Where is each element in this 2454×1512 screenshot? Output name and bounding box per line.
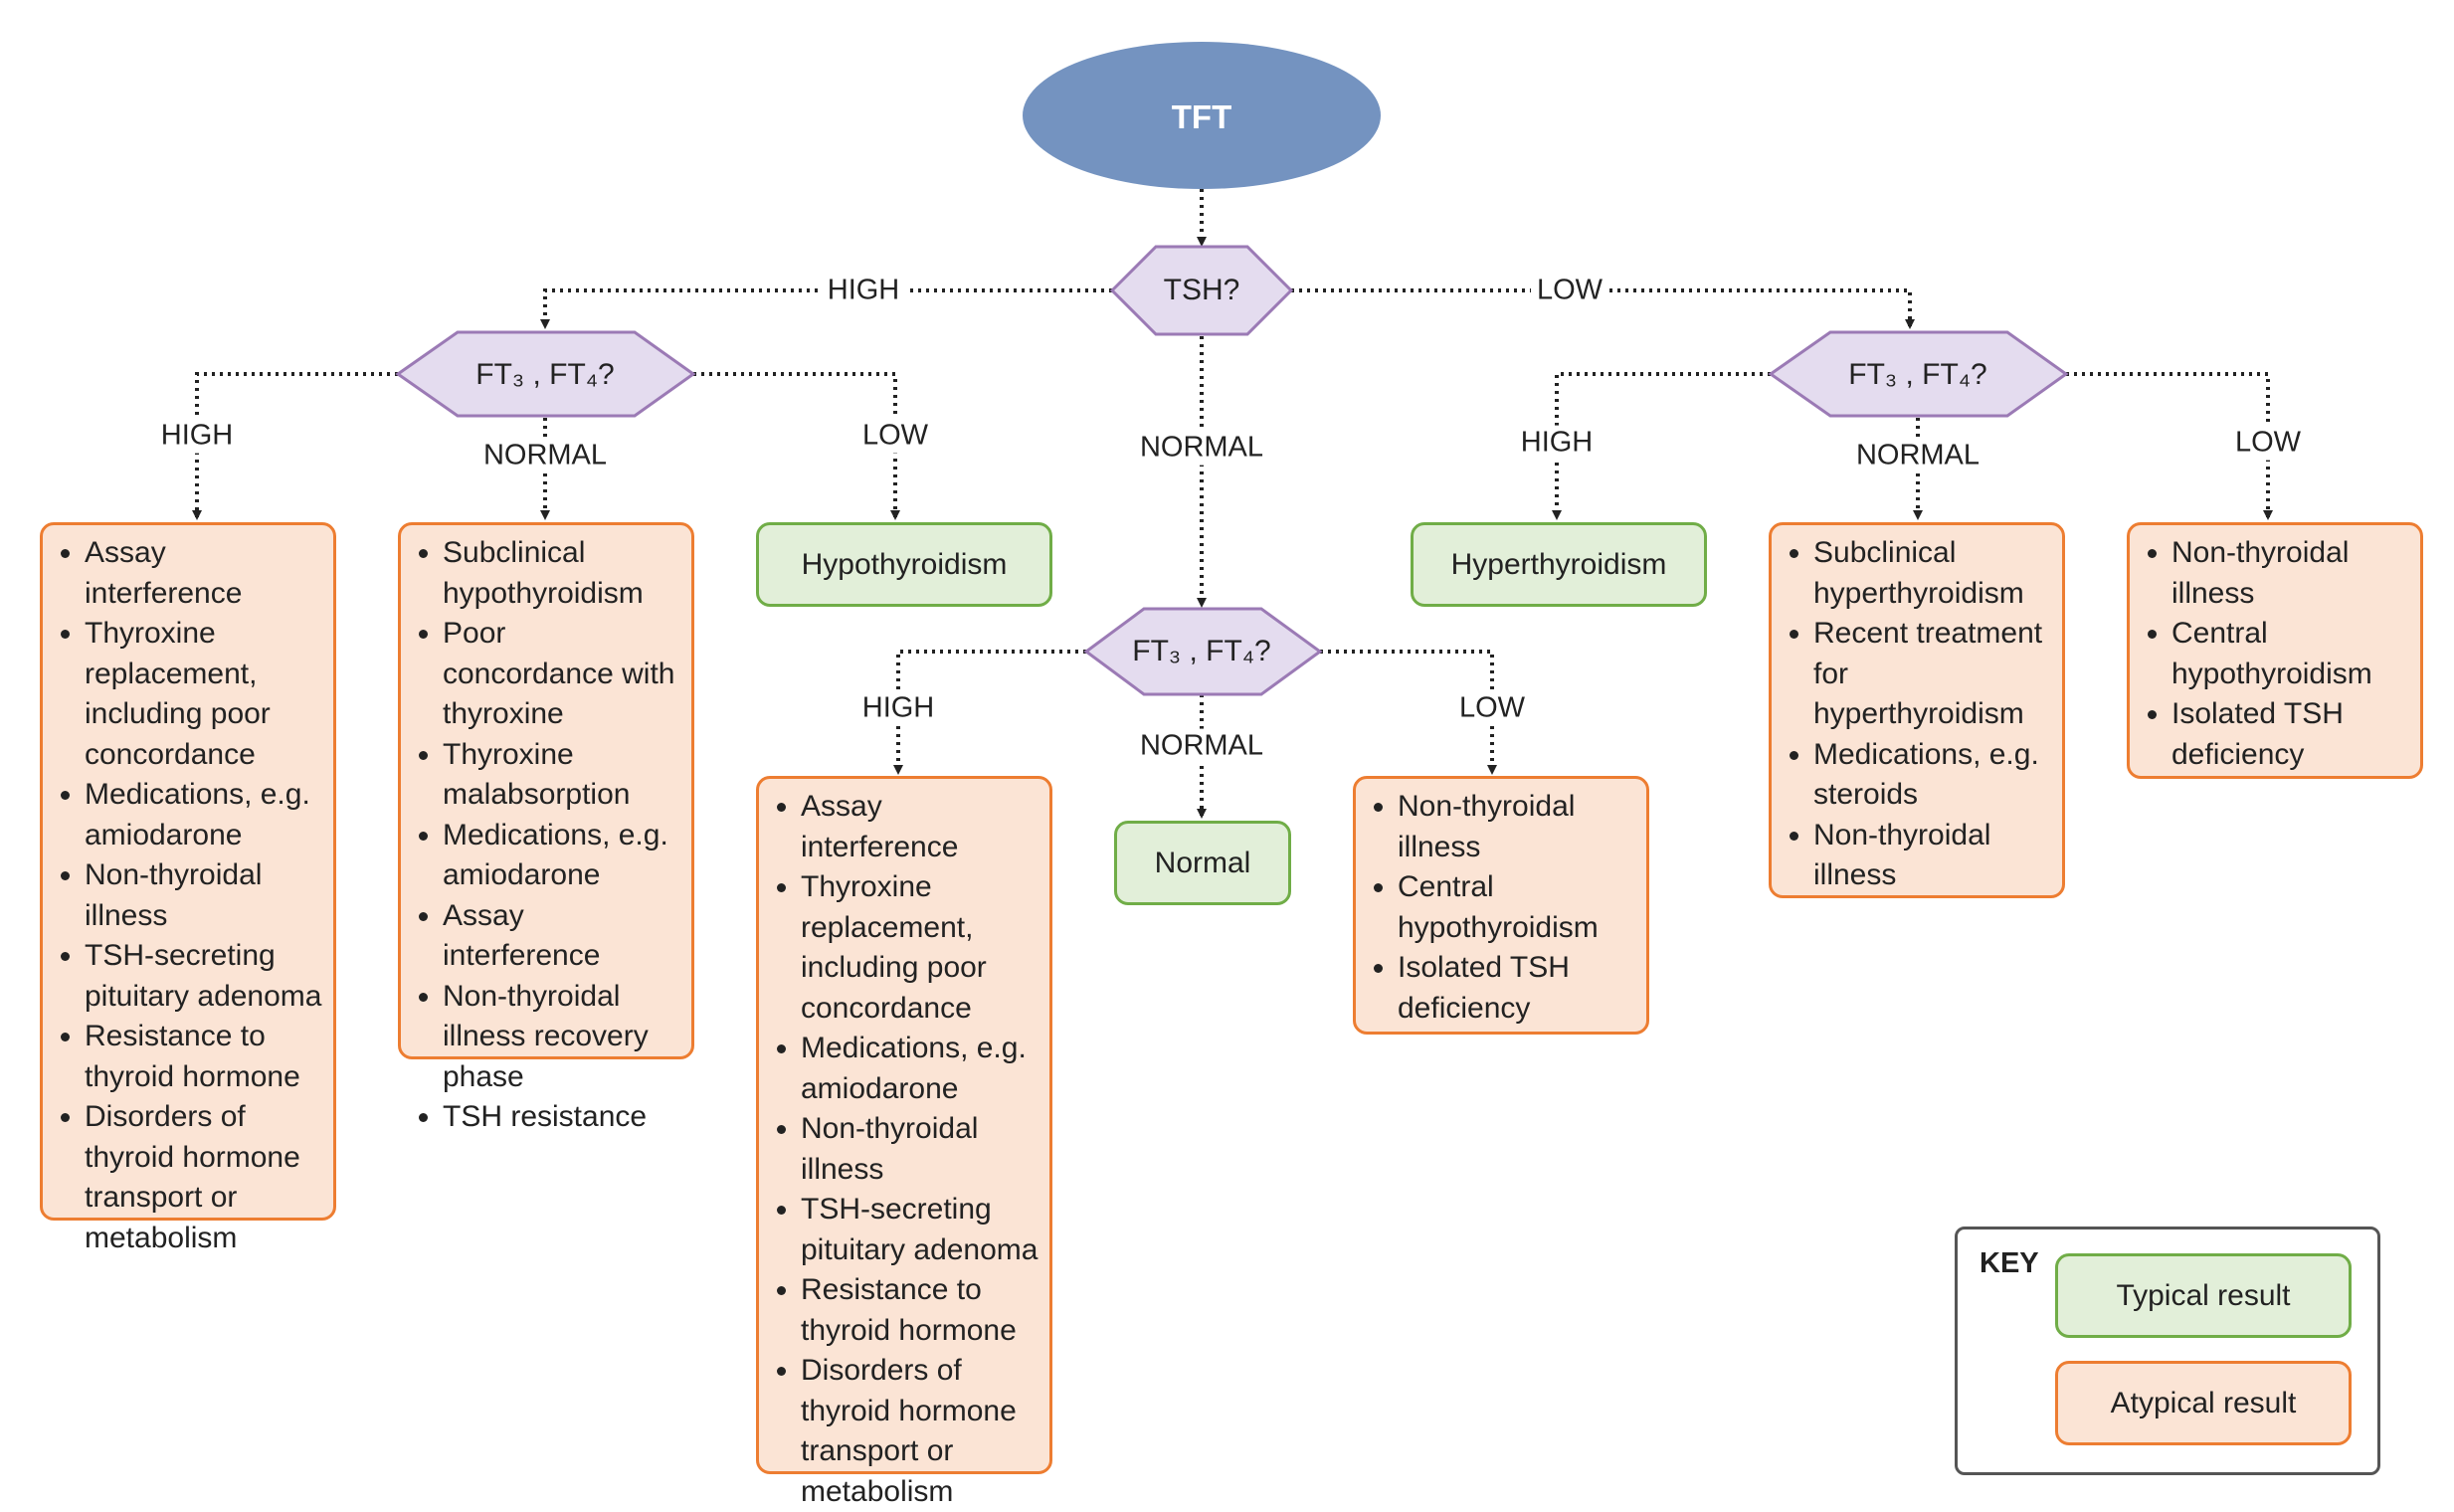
list-item: Disorders of thyroid hormone transport o… bbox=[801, 1351, 1039, 1512]
list-item: Medications, e.g. steroids bbox=[1813, 735, 2052, 816]
left-ft-high-label: HIGH bbox=[154, 418, 240, 454]
right-ft-low-label: LOW bbox=[2228, 425, 2308, 461]
middle-ft-low-label: LOW bbox=[1452, 690, 1532, 726]
outcome-hyperthyroidism: Hyperthyroidism bbox=[1411, 522, 1707, 607]
list-item: Medications, e.g. amiodarone bbox=[801, 1029, 1039, 1109]
outcome-high-tsh-high-ft: Assay interference Thyroxine replacement… bbox=[40, 522, 336, 1254]
list-item: Subclinical hypothyroidism bbox=[443, 533, 681, 614]
list-item: Central hypothyroidism bbox=[1398, 867, 1636, 948]
tft-label: TFT bbox=[1171, 98, 1232, 135]
list-item: Resistance to thyroid hormone bbox=[85, 1017, 323, 1097]
right-ft-high-label: HIGH bbox=[1514, 425, 1600, 461]
list-item: Medications, e.g. amiodarone bbox=[443, 816, 681, 896]
list-item: Thyroxine malabsorption bbox=[443, 735, 681, 816]
outcome-normal-tsh-high-ft: Assay interference Thyroxine replacement… bbox=[756, 776, 1052, 1508]
list-item: Disorders of thyroid hormone transport o… bbox=[85, 1097, 323, 1258]
outcome-low-tsh-normal-ft: Subclinical hyperthyroidism Recent treat… bbox=[1769, 522, 2065, 898]
connector-mid-ft-low bbox=[1320, 650, 1497, 775]
list-item: Assay interference bbox=[443, 896, 681, 977]
key-legend: KEY Typical result Atypical result bbox=[1955, 1227, 2380, 1475]
list-item: TSH-secreting pituitary adenoma bbox=[801, 1190, 1039, 1270]
list-item: Thyroxine replacement, including poor co… bbox=[85, 614, 323, 775]
left-ft-decision-hexagon bbox=[395, 330, 696, 418]
list-item: Thyroxine replacement, including poor co… bbox=[801, 867, 1039, 1029]
list-item: TSH-secreting pituitary adenoma bbox=[85, 936, 323, 1017]
left-ft-question-label: FT₃ , FT₄? bbox=[475, 358, 615, 391]
right-ft-decision-hexagon bbox=[1768, 330, 2069, 418]
tsh-decision-hexagon bbox=[1109, 245, 1294, 336]
list-item: Resistance to thyroid hormone bbox=[801, 1270, 1039, 1351]
tsh-normal-label: NORMAL bbox=[1133, 430, 1270, 466]
outcome-normal-tsh-low-ft: Non-thyroidal illness Central hypothyroi… bbox=[1353, 776, 1649, 1035]
key-typical-result: Typical result bbox=[2055, 1253, 2352, 1338]
outcome-low-tsh-low-ft: Non-thyroidal illness Central hypothyroi… bbox=[2127, 522, 2423, 779]
list-item: Recent treatment for hyperthyroidism bbox=[1813, 614, 2052, 735]
list-item: Assay interference bbox=[85, 533, 323, 614]
list-item: Poor concordance with thyroxine bbox=[443, 614, 681, 735]
right-ft-question-label: FT₃ , FT₄? bbox=[1848, 358, 1987, 391]
list-item: Non-thyroidal illness bbox=[85, 855, 323, 936]
list-item: Isolated TSH deficiency bbox=[1398, 948, 1636, 1029]
list-item: Non-thyroidal illness bbox=[1398, 787, 1636, 867]
list-item: Central hypothyroidism bbox=[2171, 614, 2410, 694]
middle-ft-decision-hexagon bbox=[1083, 607, 1323, 696]
list-item: Non-thyroidal illness bbox=[1813, 816, 2052, 896]
left-ft-normal-label: NORMAL bbox=[476, 438, 614, 473]
tft-ellipse bbox=[1023, 42, 1381, 189]
list-item: TSH resistance bbox=[443, 1097, 681, 1138]
middle-ft-high-label: HIGH bbox=[855, 690, 941, 726]
right-ft-normal-label: NORMAL bbox=[1849, 438, 1986, 473]
outcome-normal: Normal bbox=[1114, 821, 1291, 905]
list-item: Non-thyroidal illness recovery phase bbox=[443, 977, 681, 1098]
connector-left-ft-low bbox=[693, 372, 900, 520]
list-item: Non-thyroidal illness bbox=[801, 1109, 1039, 1190]
middle-ft-question-label: FT₃ , FT₄? bbox=[1132, 635, 1271, 667]
list-item: Subclinical hyperthyroidism bbox=[1813, 533, 2052, 614]
outcome-high-tsh-normal-ft: Subclinical hypothyroidism Poor concorda… bbox=[398, 522, 694, 1133]
list-item: Medications, e.g. amiodarone bbox=[85, 775, 323, 855]
list-item: Assay interference bbox=[801, 787, 1039, 867]
middle-ft-normal-label: NORMAL bbox=[1133, 728, 1270, 764]
list-item: Isolated TSH deficiency bbox=[2171, 694, 2410, 775]
tsh-question-label: TSH? bbox=[1163, 274, 1240, 306]
key-atypical-result: Atypical result bbox=[2055, 1361, 2352, 1445]
connector-right-ft-low bbox=[2066, 372, 2273, 520]
list-item: Non-thyroidal illness bbox=[2171, 533, 2410, 614]
connector-tsh-high bbox=[540, 288, 1112, 329]
connector-left-ft-high bbox=[192, 372, 398, 520]
tsh-low-label: LOW bbox=[1530, 273, 1609, 308]
tsh-high-label: HIGH bbox=[821, 273, 906, 308]
key-title: KEY bbox=[1980, 1247, 2039, 1279]
outcome-hypothyroidism: Hypothyroidism bbox=[756, 522, 1052, 607]
left-ft-low-label: LOW bbox=[855, 418, 935, 454]
